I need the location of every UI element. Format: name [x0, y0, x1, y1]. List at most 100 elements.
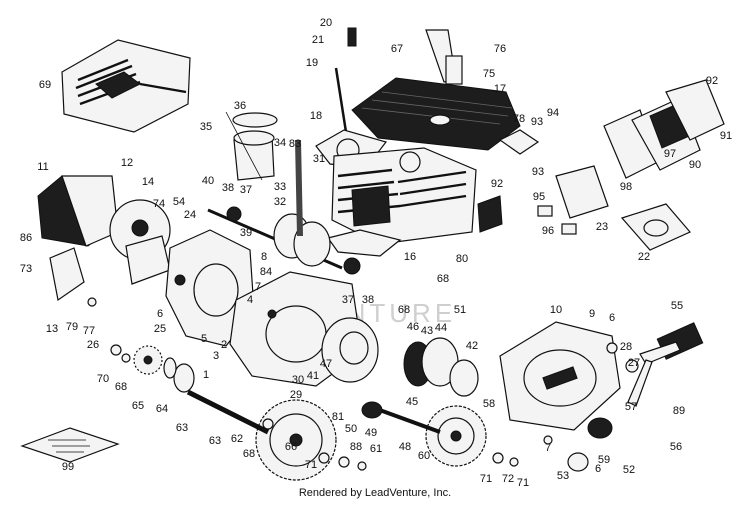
- part-callout-52: 52: [623, 464, 635, 476]
- intake-flange-part: [498, 129, 609, 235]
- part-callout-99: 99: [62, 461, 74, 473]
- part-callout-88: 88: [350, 441, 362, 453]
- part-callout-70: 70: [97, 373, 109, 385]
- part-callout-34: 34: [274, 137, 286, 149]
- part-callout-73: 73: [20, 263, 32, 275]
- part-callout-39: 39: [240, 227, 252, 239]
- part-callout-93: 93: [531, 116, 543, 128]
- part-callout-6: 6: [595, 463, 601, 475]
- part-callout-7: 7: [545, 442, 551, 454]
- part-callout-68: 68: [115, 381, 127, 393]
- transmission-shaft-part: [163, 357, 270, 435]
- part-callout-50: 50: [345, 423, 357, 435]
- part-callout-37: 37: [240, 184, 252, 196]
- part-callout-68: 68: [437, 273, 449, 285]
- cylinder-block-part: [331, 147, 477, 245]
- part-callout-21: 21: [312, 34, 324, 46]
- part-callout-78: 78: [513, 113, 525, 125]
- part-callout-4: 4: [247, 294, 253, 306]
- part-callout-68: 68: [398, 304, 410, 316]
- part-callout-47: 47: [320, 358, 332, 370]
- part-callout-46: 46: [407, 321, 419, 333]
- part-callout-48: 48: [399, 441, 411, 453]
- part-callout-38: 38: [222, 182, 234, 194]
- part-callout-30: 30: [292, 374, 304, 386]
- clutch-drum-part: [403, 337, 479, 397]
- part-callout-75: 75: [483, 68, 495, 80]
- part-callout-8: 8: [261, 251, 267, 263]
- part-callout-6: 6: [609, 312, 615, 324]
- part-callout-43: 43: [421, 325, 433, 337]
- part-callout-97: 97: [664, 148, 676, 160]
- part-callout-98: 98: [620, 181, 632, 193]
- kick-shaft-part: [361, 401, 441, 434]
- part-callout-22: 22: [638, 251, 650, 263]
- clutch-housing-part: [321, 317, 379, 383]
- clutch-gear-part: [425, 405, 487, 467]
- part-callout-56: 56: [670, 441, 682, 453]
- part-callout-66: 66: [285, 441, 297, 453]
- part-callout-63: 63: [209, 435, 221, 447]
- part-callout-74: 74: [153, 198, 165, 210]
- part-callout-86: 86: [20, 232, 32, 244]
- part-callout-10: 10: [550, 304, 562, 316]
- part-callout-9: 9: [589, 308, 595, 320]
- part-callout-24: 24: [184, 209, 196, 221]
- part-callout-33: 33: [274, 181, 286, 193]
- part-callout-18: 18: [310, 110, 322, 122]
- part-callout-29: 29: [290, 389, 302, 401]
- part-callout-53: 53: [557, 470, 569, 482]
- connector-part: [477, 195, 503, 233]
- part-callout-80: 80: [456, 253, 468, 265]
- part-callout-92: 92: [706, 75, 718, 87]
- part-callout-20: 20: [320, 17, 332, 29]
- part-callout-54: 54: [173, 196, 185, 208]
- spark-plug-part: [334, 27, 463, 133]
- part-callout-89: 89: [673, 405, 685, 417]
- part-callout-12: 12: [121, 157, 133, 169]
- part-callout-45: 45: [406, 396, 418, 408]
- part-callout-67: 67: [391, 43, 403, 55]
- part-callout-13: 13: [46, 323, 58, 335]
- part-callout-79: 79: [66, 321, 78, 333]
- part-callout-31: 31: [313, 153, 325, 165]
- part-callout-68: 68: [243, 448, 255, 460]
- part-callout-94: 94: [547, 107, 559, 119]
- part-callout-35: 35: [200, 121, 212, 133]
- part-callout-51: 51: [454, 304, 466, 316]
- part-callout-58: 58: [483, 398, 495, 410]
- part-callout-44: 44: [435, 322, 447, 334]
- left-crankcase-part: [165, 229, 255, 347]
- part-callout-83: 83: [289, 138, 301, 150]
- part-callout-40: 40: [202, 175, 214, 187]
- part-callout-32: 32: [274, 196, 286, 208]
- part-callout-81: 81: [332, 411, 344, 423]
- kickstart-spring-part: [567, 417, 613, 472]
- part-callout-77: 77: [83, 325, 95, 337]
- cylinder-head-part: [351, 77, 521, 151]
- reed-valve-part: [603, 79, 725, 179]
- right-side-cover-part: [499, 321, 621, 431]
- part-callout-17: 17: [494, 83, 506, 95]
- part-callout-7: 7: [255, 281, 261, 293]
- kick-starter-part: [627, 322, 704, 407]
- part-callout-64: 64: [156, 403, 168, 415]
- washer-parts: [87, 297, 639, 471]
- intake-manifold-part: [620, 203, 691, 251]
- cylinder-cover-part: [61, 39, 191, 133]
- part-callout-1: 1: [203, 369, 209, 381]
- part-callout-16: 16: [404, 251, 416, 263]
- part-callout-92: 92: [491, 178, 503, 190]
- part-callout-61: 61: [370, 443, 382, 455]
- sprocket-part: [133, 345, 163, 375]
- part-callout-28: 28: [620, 341, 632, 353]
- part-callout-84: 84: [260, 266, 272, 278]
- manual-booklet-part: [20, 427, 120, 463]
- part-callout-72: 72: [502, 473, 514, 485]
- part-callout-65: 65: [132, 400, 144, 412]
- part-callout-63: 63: [176, 422, 188, 434]
- part-callout-6: 6: [157, 308, 163, 320]
- part-callout-91: 91: [720, 130, 732, 142]
- part-callout-23: 23: [596, 221, 608, 233]
